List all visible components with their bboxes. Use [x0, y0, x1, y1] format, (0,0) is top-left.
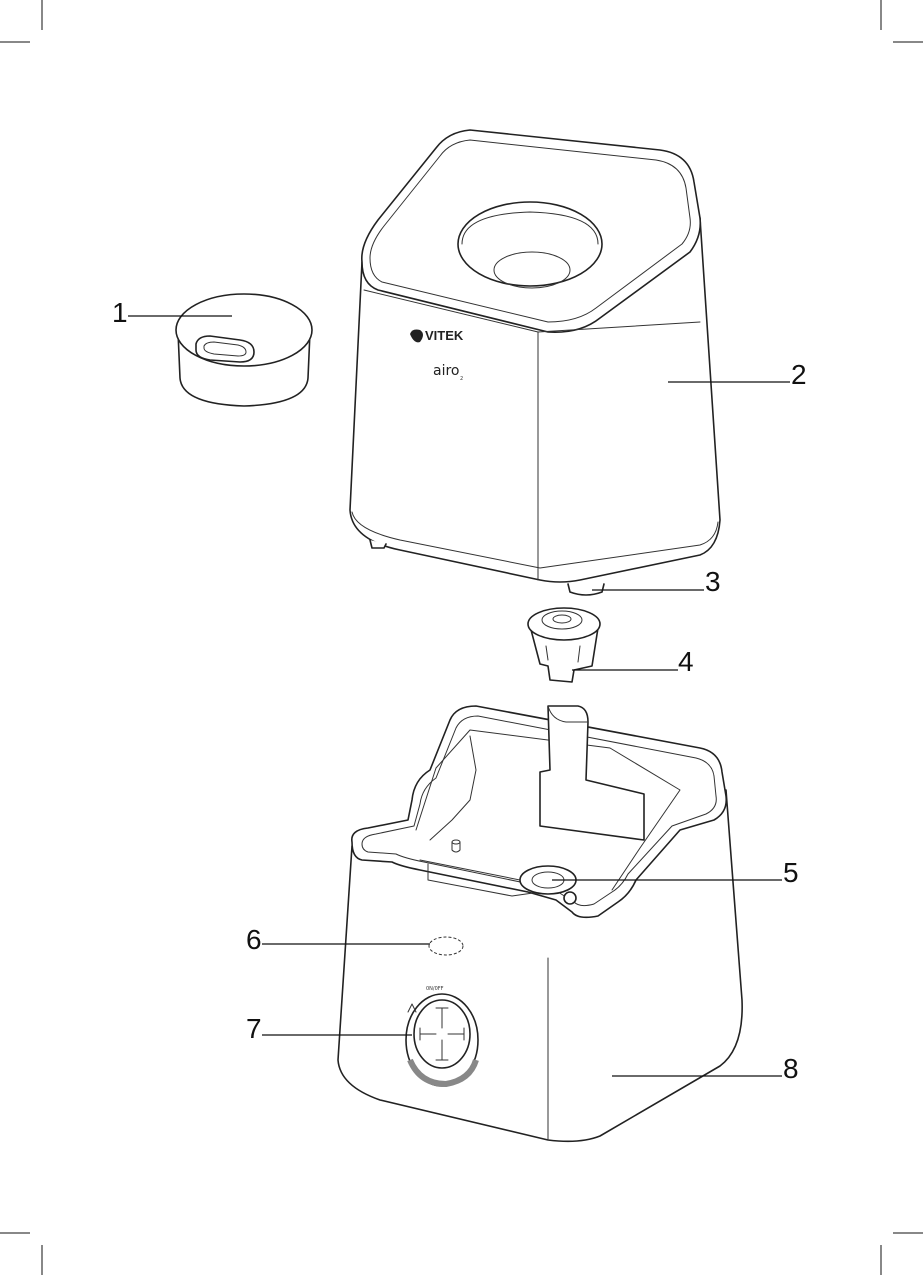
callout-8: 8: [783, 1053, 799, 1084]
callout-1: 1: [112, 297, 128, 328]
part-2-tank: VITEK airo 2: [349, 129, 721, 596]
callout-2: 2: [791, 359, 807, 390]
part-4-valve: [527, 607, 601, 683]
callout-3: 3: [705, 566, 721, 597]
callout-7: 7: [246, 1013, 262, 1044]
callout-6: 6: [246, 924, 262, 955]
callout-4: 4: [678, 646, 694, 677]
knob-label: 0N/0FF: [426, 986, 444, 992]
part-8-base: 0N/0FF: [337, 705, 743, 1143]
model-sub-text: 2: [460, 376, 463, 382]
callouts: 1 2 3 4 5 6 7 8: [112, 297, 807, 1084]
vitek-logo-icon: [410, 329, 423, 343]
callout-5: 5: [783, 857, 799, 888]
control-knob: 0N/0FF: [405, 986, 479, 1088]
sensor-window: [428, 936, 464, 956]
brand-text: VITEK: [425, 328, 464, 343]
part-1-cap: [175, 293, 313, 407]
model-text: airo: [433, 363, 459, 379]
